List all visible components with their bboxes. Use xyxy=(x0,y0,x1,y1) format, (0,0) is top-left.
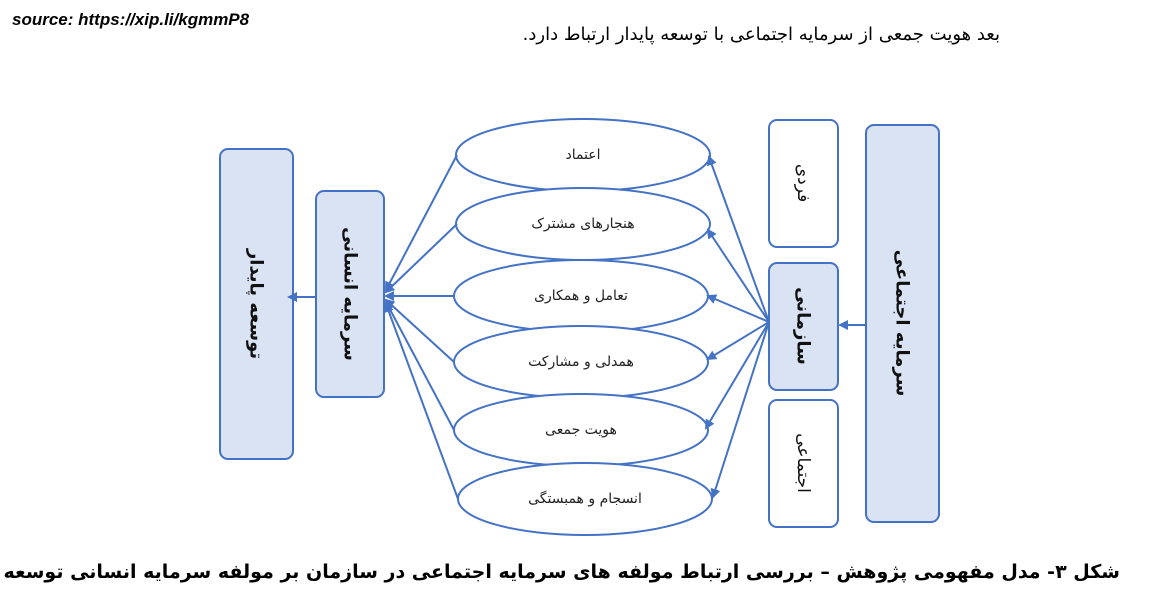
arrow-cohesion-to-human-capital xyxy=(384,302,459,500)
social-level-label: اجتماعی xyxy=(793,433,813,493)
human-capital-label: سرمایه انسانی xyxy=(340,227,361,361)
arrow-org-to-cooperation xyxy=(706,294,770,323)
arrow-org-to-cohesion xyxy=(710,321,770,499)
figure-caption: شکل ۳- مدل مفهومی پژوهش – بررسی ارتباط م… xyxy=(0,561,1120,583)
social-capital-box xyxy=(865,124,940,523)
component-label-cohesion: انسجام و همبستگی xyxy=(528,490,642,507)
component-label-empathy: همدلی و مشارکت xyxy=(528,354,634,370)
arrow-org-to-norms xyxy=(706,228,770,323)
component-label-cooperation: تعامل و همکاری xyxy=(534,288,628,304)
organizational-label: سازمانی xyxy=(793,287,814,365)
arrow-norms-to-human-capital xyxy=(384,223,458,294)
arrow-org-to-trust xyxy=(707,155,770,323)
social-capital-label: سرمایه اجتماعی xyxy=(892,250,913,397)
arrow-org-to-empathy xyxy=(706,321,770,361)
arrow-org-to-identity xyxy=(704,321,770,430)
arrow-identity-to-human-capital xyxy=(385,300,455,431)
intro-text: بعد هویت جمعی از سرمایه اجتماعی با توسعه… xyxy=(522,24,1000,45)
individual-box xyxy=(768,119,839,248)
arrow-empathy-to-human-capital xyxy=(384,298,455,363)
component-label-trust: اعتماد xyxy=(565,147,600,163)
component-label-norms: هنجارهای مشترک xyxy=(531,216,634,232)
individual-label: فردی xyxy=(793,164,813,202)
component-label-identity: هویت جمعی xyxy=(545,422,617,438)
source-label: source: https://xip.li/kgmmP8 xyxy=(12,10,250,29)
arrow-trust-to-human-capital xyxy=(385,154,458,292)
social-level-box xyxy=(768,399,839,528)
sustainable-development-label: توسعه پایدار xyxy=(246,248,267,359)
sustainable-development-box xyxy=(219,148,294,460)
